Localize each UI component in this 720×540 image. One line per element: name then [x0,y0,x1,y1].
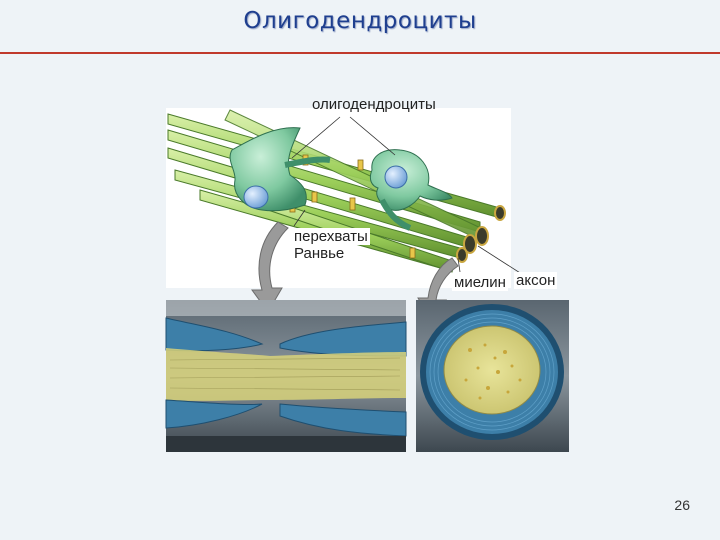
page-number: 26 [674,497,690,513]
micrograph-cross-section [416,300,569,452]
oligodendrocyte-left [229,127,331,212]
label-axon: аксон [514,272,558,289]
label-nodes-line2: Ранвье [292,245,347,262]
label-oligodendrocytes: олигодендроциты [312,96,436,113]
label-myelin: миелин [452,274,508,291]
micrograph-longitudinal [165,300,407,452]
fiber-ends [456,205,506,263]
oligodendrocyte-right [369,149,453,231]
title-divider [0,52,720,54]
slide-title: Олигодендроциты [243,8,477,34]
label-nodes-line1: перехваты [292,228,370,245]
